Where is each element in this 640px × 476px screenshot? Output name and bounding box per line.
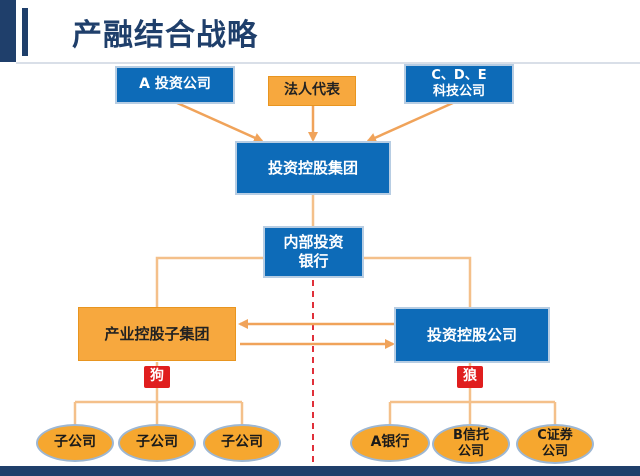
title-divider [16, 62, 640, 64]
a-investment-company-box: A 投资公司 [115, 66, 235, 104]
a-bank-ellipse: A银行 [350, 424, 430, 462]
dog-badge: 狗 [144, 366, 170, 388]
footer-bar [0, 466, 640, 476]
subsidiary-ellipse: 子公司 [36, 424, 114, 462]
line-bank-to-industry [155, 256, 263, 308]
header-accent-bar-thin [22, 8, 28, 56]
arrow-a-invest-to-group [174, 100, 264, 143]
subsidiary-ellipse: 子公司 [118, 424, 196, 462]
legal-representative-box: 法人代表 [268, 76, 356, 106]
subsidiary-ellipse: 子公司 [203, 424, 281, 462]
internal-investment-bank-box: 内部投资 银行 [263, 226, 364, 278]
investment-holding-company-box: 投资控股公司 [394, 307, 550, 363]
header-accent-bar [0, 0, 16, 62]
line-bank-to-invest-company [364, 256, 472, 308]
cde-tech-companies-box: C、D、E 科技公司 [404, 64, 514, 104]
investment-holding-group-box: 投资控股集团 [235, 141, 391, 195]
b-trust-company-ellipse: B信托 公司 [432, 424, 510, 464]
page-title: 产融结合战略 [72, 18, 258, 53]
c-securities-company-ellipse: C证券 公司 [516, 424, 594, 464]
arrow-cde-to-group [366, 100, 456, 143]
industrial-holding-subgroup-box: 产业控股子集团 [78, 307, 236, 361]
wolf-badge: 狼 [457, 366, 483, 388]
